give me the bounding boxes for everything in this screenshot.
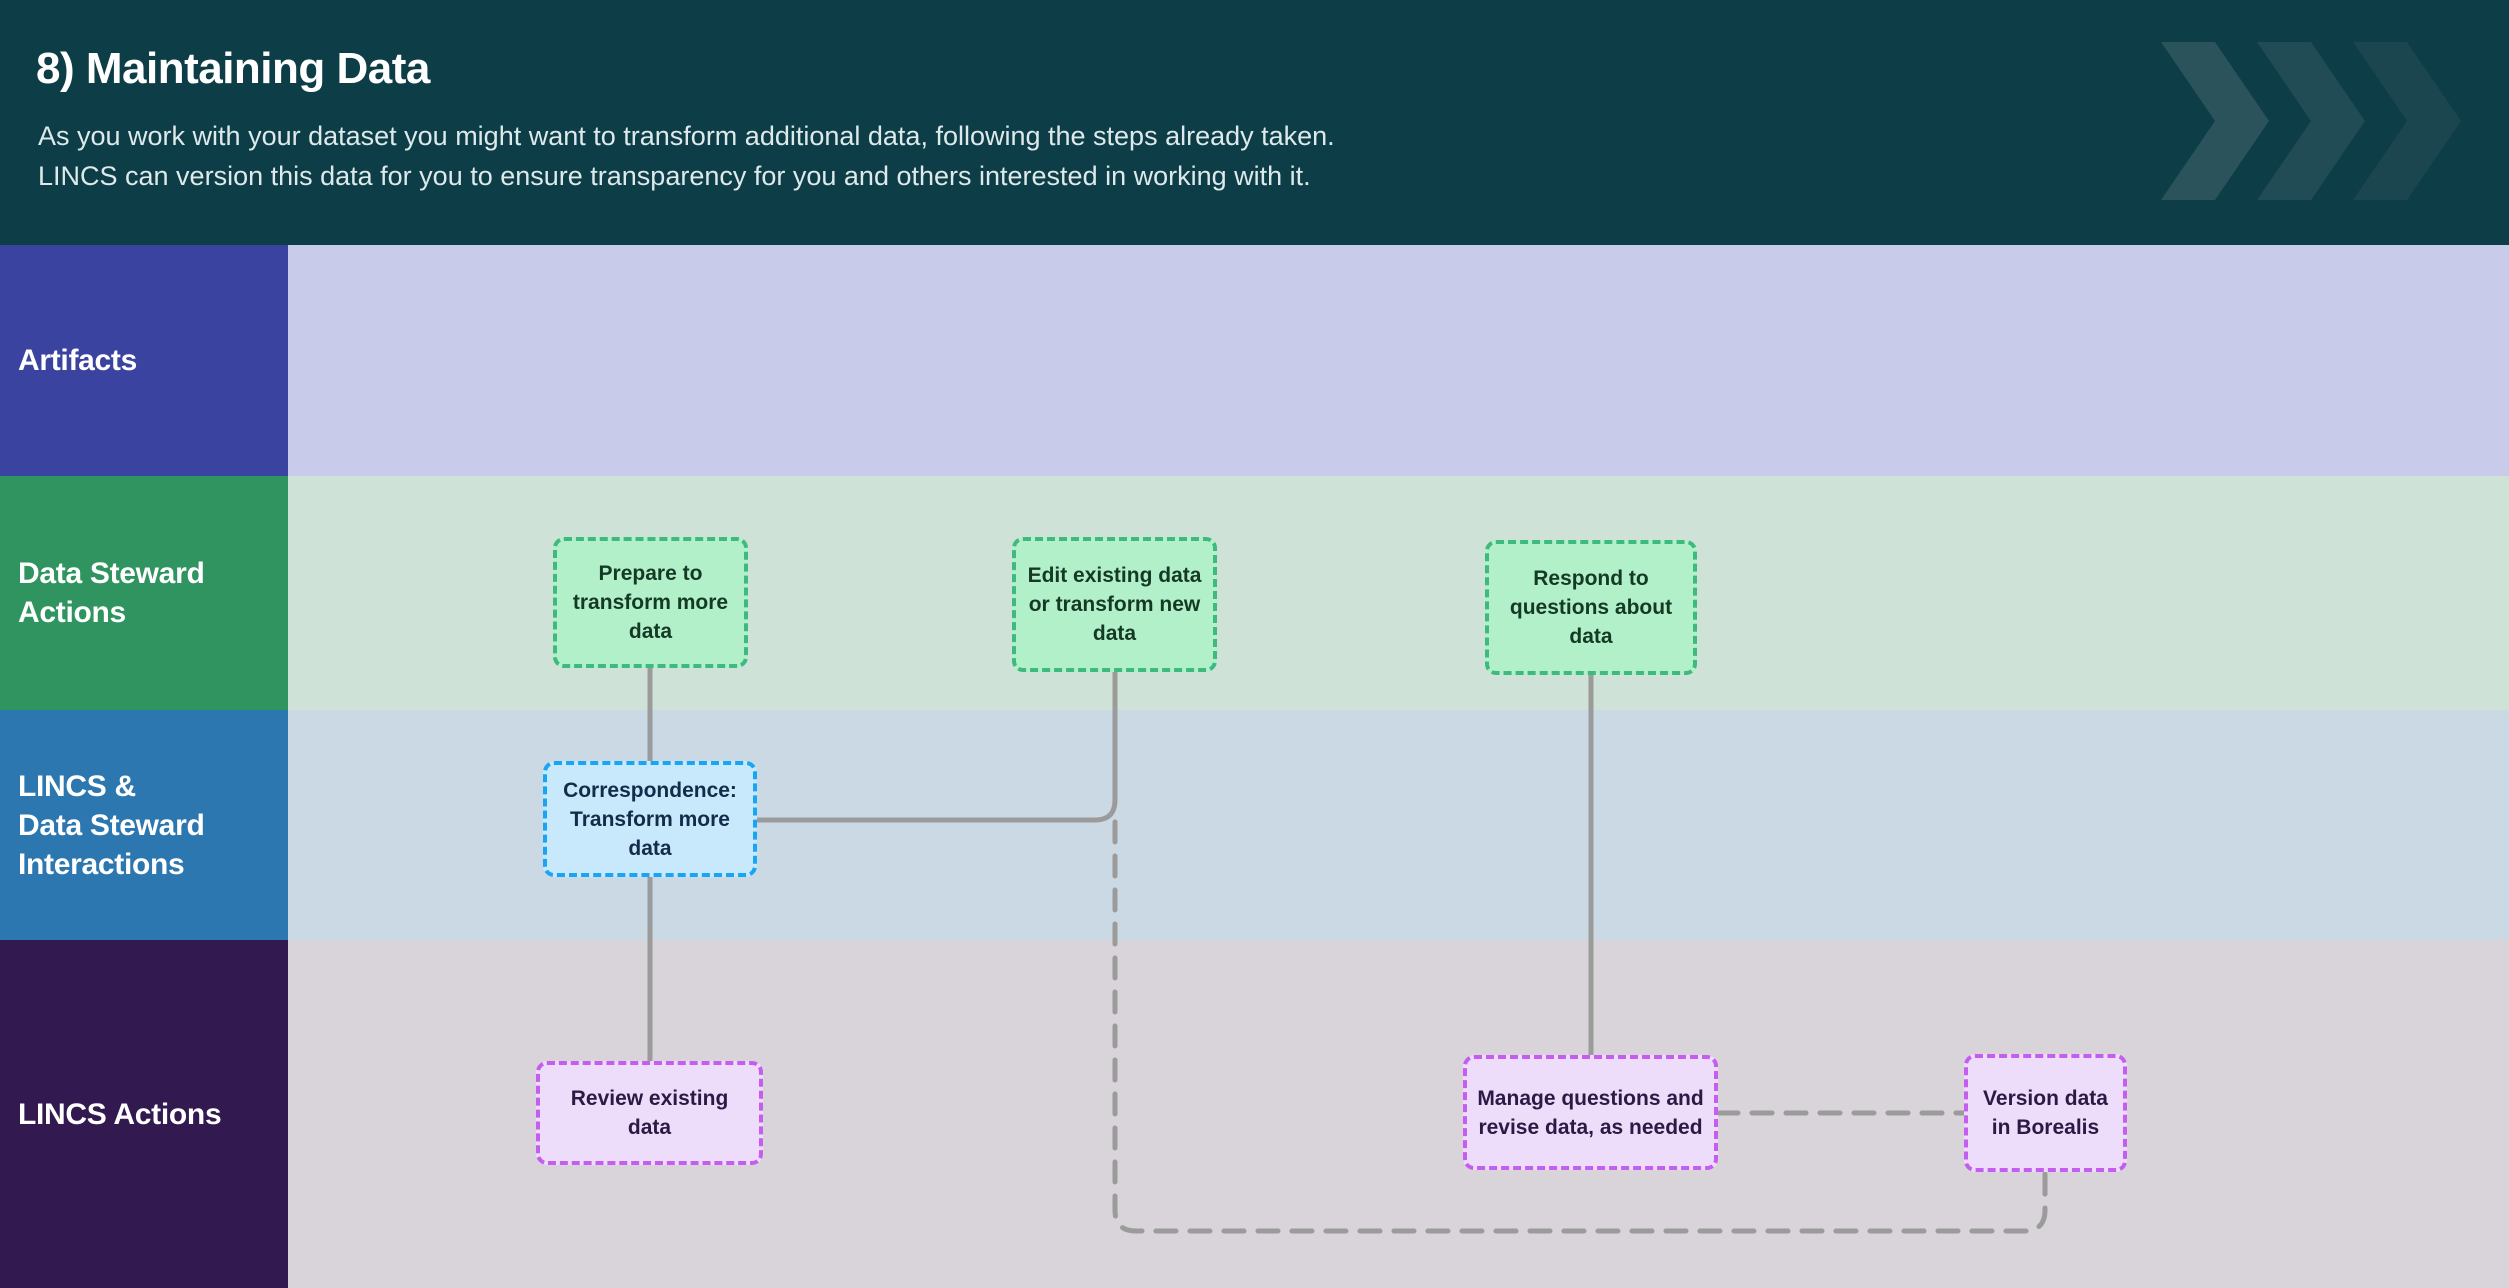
chevron-3	[2353, 42, 2461, 200]
node-prepare-to-transform-more-data: Prepare to transform more data	[553, 537, 748, 668]
page-title: 8) Maintaining Data	[36, 44, 430, 93]
chevron-2	[2257, 42, 2365, 200]
lane-artifacts: Artifacts	[0, 245, 2509, 476]
page-subtitle: As you work with your dataset you might …	[38, 121, 1335, 191]
lane-band-artifacts	[288, 245, 2509, 476]
lane-lincs-actions: LINCS Actions	[0, 940, 2509, 1288]
lane-lincs-data-steward-interactions: LINCS & Data Steward Interactions	[0, 710, 2509, 940]
lane-label-lincs-actions: LINCS Actions	[0, 940, 288, 1288]
lane-label-artifacts: Artifacts	[0, 245, 288, 476]
node-edit-existing-data-or-transform-new-data: Edit existing data or transform new data	[1012, 537, 1217, 672]
lane-data-steward-actions: Data Steward Actions	[0, 476, 2509, 710]
node-correspondence-transform-more-data: Correspondence: Transform more data	[543, 761, 757, 877]
node-review-existing-data: Review existing data	[536, 1061, 763, 1165]
node-manage-questions-and-revise-data-as-needed: Manage questions and revise data, as nee…	[1463, 1055, 1718, 1170]
node-respond-to-questions-about-data: Respond to questions about data	[1485, 540, 1697, 675]
lane-label-lincs-data-steward-interactions: LINCS & Data Steward Interactions	[0, 710, 288, 940]
chevron-1	[2161, 42, 2269, 200]
lane-label-data-steward-actions: Data Steward Actions	[0, 476, 288, 710]
header: 8) Maintaining Data As you work with you…	[0, 0, 2509, 245]
node-version-data-in-borealis: Version data in Borealis	[1964, 1054, 2127, 1172]
triple-chevron-right-icon	[2161, 42, 2461, 200]
